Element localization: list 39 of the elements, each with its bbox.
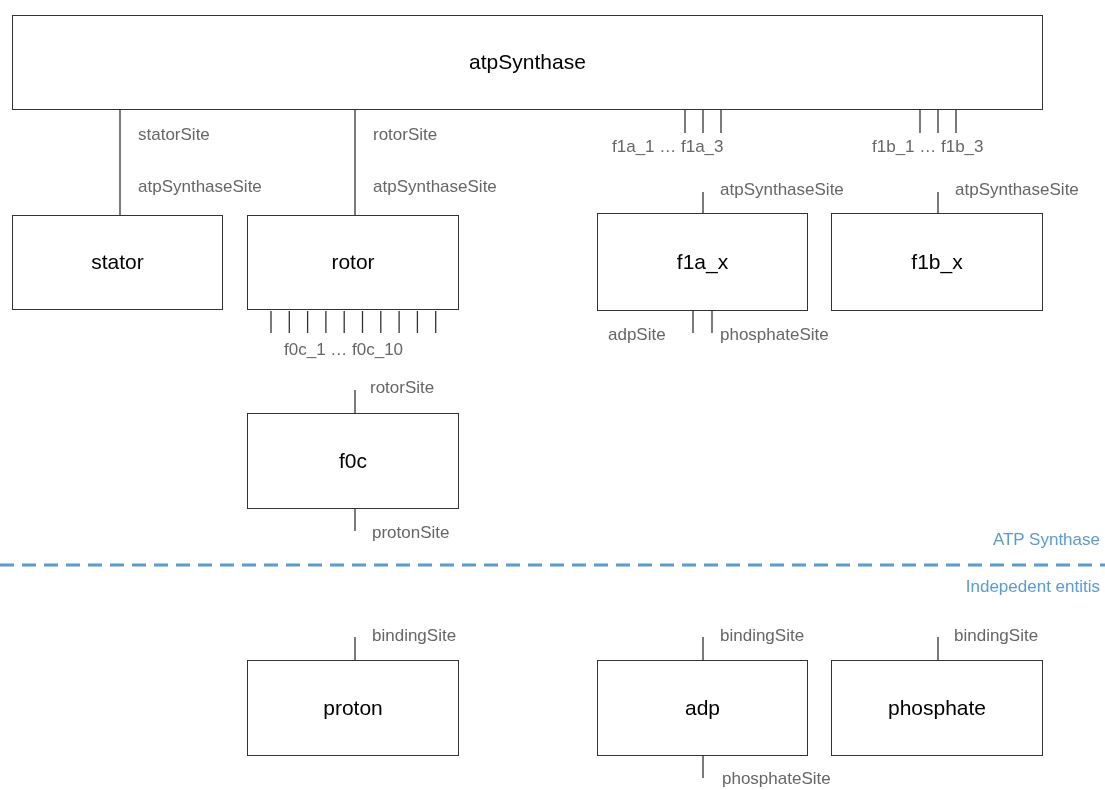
port-label: atpSynthaseSite [373,176,497,198]
port-label: bindingSite [720,625,805,647]
port-label: f1a_1 … f1a_3 [612,136,724,158]
component-box [12,215,223,310]
section-label: ATP Synthase [992,529,1100,551]
port-label: adpSite [608,324,666,346]
connector-line [354,109,356,216]
port-label: rotorSite [370,377,435,399]
port-label: protonSite [372,522,450,544]
port-label: atpSynthaseSite [138,176,262,198]
port-label: rotorSite [373,124,438,146]
component-box [12,15,1043,110]
component-box [247,660,459,756]
component-box [831,213,1043,311]
port-label: statorSite [138,124,210,146]
component-name: f0c [339,447,367,474]
connector-line [119,109,121,216]
section-label: Indepedent entitis [965,576,1100,598]
port-label: f0c_1 … f0c_10 [284,339,404,361]
component-box [247,413,459,509]
port-label: f1b_1 … f1b_3 [872,136,984,158]
component-name: phosphate [887,694,987,721]
port-label: atpSynthaseSite [955,179,1079,201]
component-name: proton [323,694,383,721]
component-name: f1b_x [911,248,963,276]
port-label: atpSynthaseSite [720,179,844,201]
component-box [831,660,1043,756]
component-box [247,215,459,310]
component-name: rotor [331,249,375,276]
component-box [597,213,808,311]
component-name: stator [91,249,144,276]
component-name: adp [684,694,720,721]
port-label: phosphateSite [720,324,829,346]
component-name: f1a_x [676,248,729,276]
component-box [597,660,808,756]
port-label: phosphateSite [722,768,831,790]
port-label: bindingSite [372,625,457,647]
port-label: bindingSite [954,625,1039,647]
component-name: atpSynthase [469,49,586,76]
